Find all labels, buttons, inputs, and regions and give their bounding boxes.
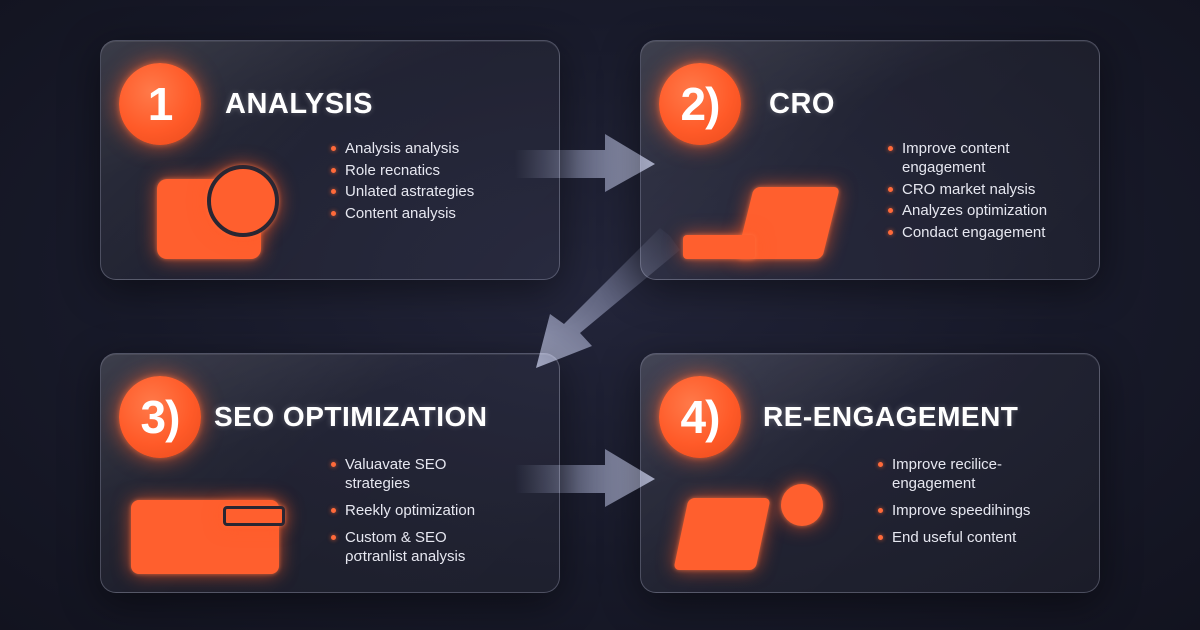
- step-bullet-list: Valuavate SEO strategies Reekly optimiza…: [331, 455, 511, 574]
- list-item: Analysis analysis: [331, 139, 474, 158]
- arrow-right-icon: [515, 449, 655, 507]
- step-title: SEO OPTIMIZATION: [214, 401, 488, 432]
- step-bullet-list: Improve recilice-engagement Improve spee…: [878, 455, 1048, 555]
- list-item: End useful content: [878, 528, 1048, 547]
- list-item: Reekly optimization: [331, 501, 511, 520]
- list-item: Role recnatics: [331, 161, 474, 180]
- step-number-badge: 1: [119, 63, 201, 145]
- step-card-seo-optimization: 3) SEO OPTIMIZATION Valuavate SEO strate…: [100, 353, 560, 593]
- step-number-badge: 3): [119, 376, 201, 458]
- list-item: Improve content engagement: [888, 139, 1078, 177]
- list-item: Improve recilice-engagement: [878, 455, 1048, 493]
- arrow-right-icon: [515, 134, 655, 192]
- arrow-down-left-icon: [536, 228, 680, 368]
- step-bullet-list: Analysis analysis Role recnatics Unlated…: [331, 139, 474, 225]
- list-item: CRO market nalysis: [888, 180, 1078, 199]
- step-card-cro: 2) CRO Improve content engagement CRO ma…: [640, 40, 1100, 280]
- step-title: RE-ENGAGEMENT: [763, 401, 1019, 432]
- step-title: ANALYSIS: [225, 88, 373, 120]
- list-item: Custom & SEO ρσtranlist analysis: [331, 528, 511, 566]
- list-item: Improve speedihings: [878, 501, 1048, 520]
- list-item: Condact engagement: [888, 223, 1078, 242]
- step-number-badge: 2): [659, 63, 741, 145]
- step-number-badge: 4): [659, 376, 741, 458]
- step-title: CRO: [769, 88, 835, 120]
- list-item: Analyzes optimization: [888, 201, 1078, 220]
- step-card-analysis: 1 ANALYSIS Analysis analysis Role recnat…: [100, 40, 560, 280]
- list-item: Content analysis: [331, 204, 474, 223]
- step-bullet-list: Improve content engagement CRO market na…: [888, 139, 1078, 244]
- list-item: Unlated astrategies: [331, 182, 474, 201]
- list-item: Valuavate SEO strategies: [331, 455, 511, 493]
- step-card-re-engagement: 4) RE-ENGAGEMENT Improve recilice-engage…: [640, 353, 1100, 593]
